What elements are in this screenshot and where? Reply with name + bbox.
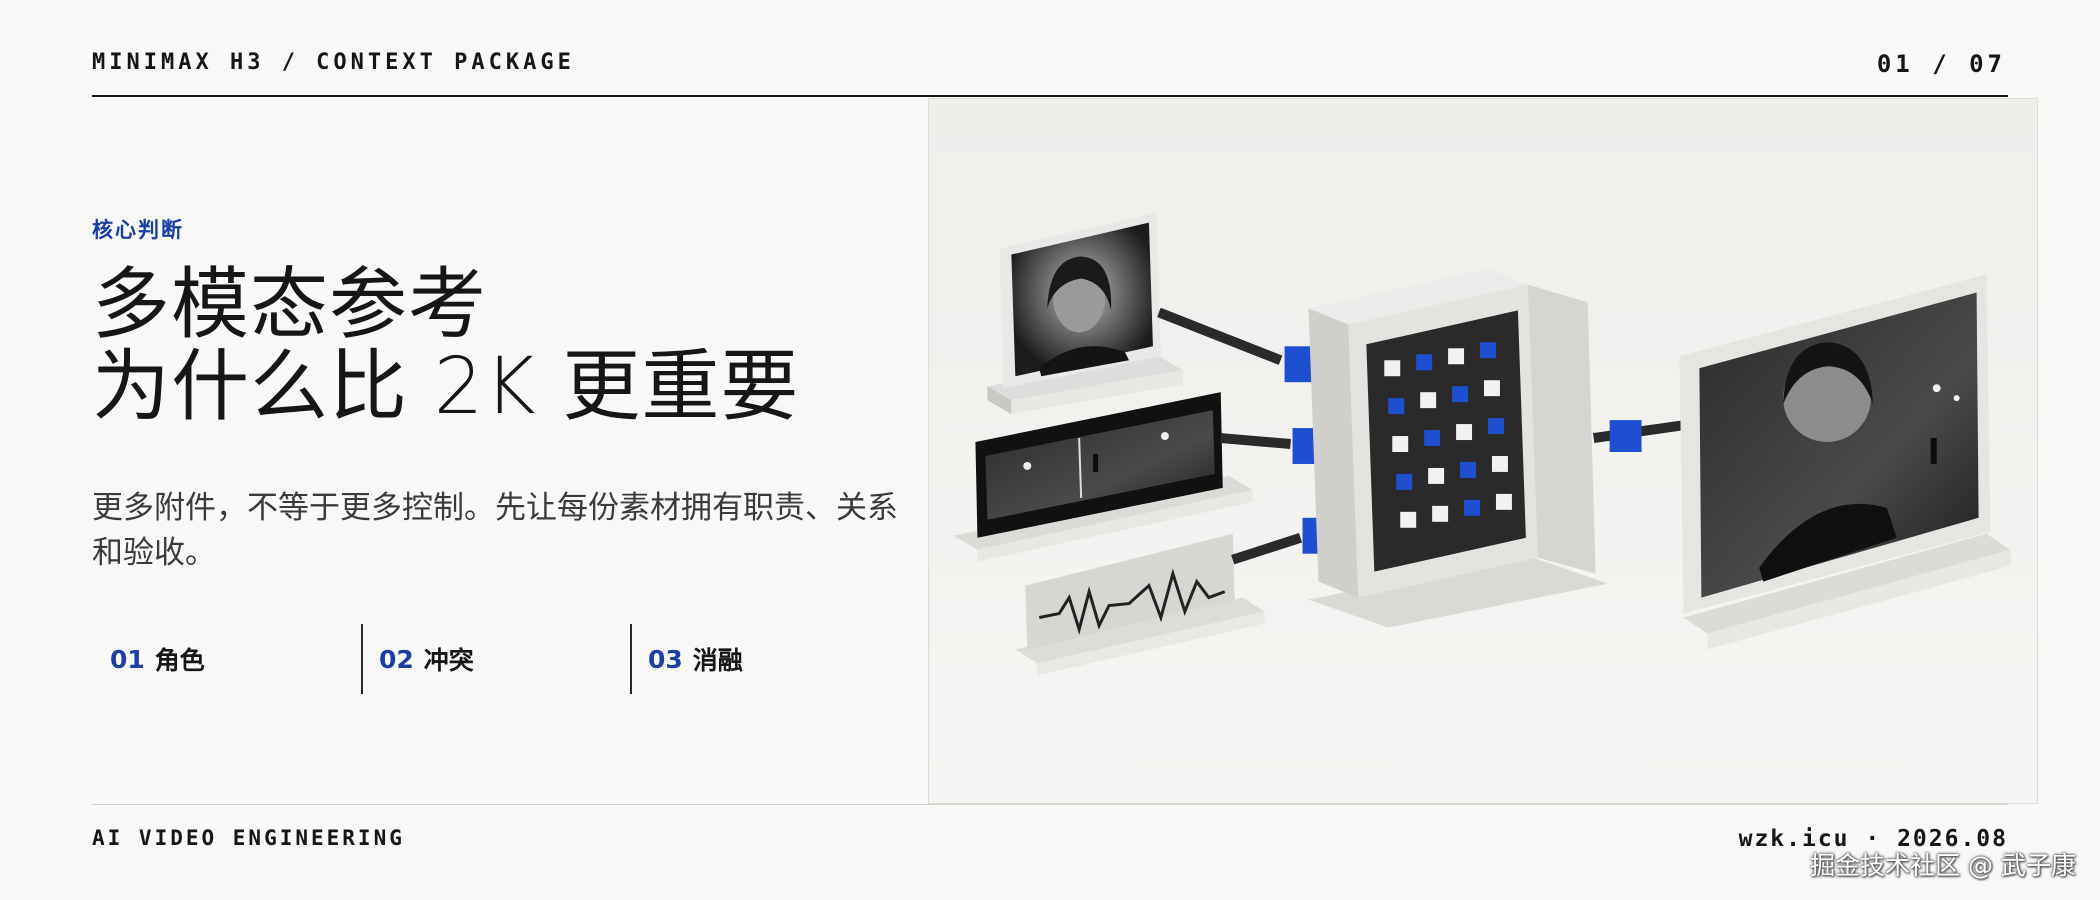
output-display-icon xyxy=(1679,274,2011,650)
data-cube-grid-icon xyxy=(1384,342,1512,528)
portrait-input-icon xyxy=(987,212,1183,415)
input-connectors xyxy=(1157,307,1339,565)
context-assembly-illustration xyxy=(929,99,2037,803)
page-indicator: 01 / 07 xyxy=(1876,50,2006,78)
film-strip-input-icon xyxy=(953,392,1253,562)
audio-waveform-input-icon xyxy=(1015,533,1265,676)
deck-title: MINIMAX H3 / CONTEXT PACKAGE xyxy=(92,50,575,75)
step-list: 01 角色 02 冲突 03 消融 xyxy=(92,624,900,694)
step-number: 02 xyxy=(379,644,414,674)
step-label: 角色 xyxy=(154,646,205,675)
step-item: 02 冲突 xyxy=(361,624,630,694)
step-label: 消融 xyxy=(692,646,743,675)
step-label: 冲突 xyxy=(423,646,474,675)
lead-paragraph: 更多附件，不等于更多控制。先让每份素材拥有职责、关系和验收。 xyxy=(92,490,898,571)
watermark: 掘金技术社区 @ 武子康 xyxy=(1810,851,2076,880)
step-number: 03 xyxy=(648,644,683,674)
eyebrow-label: 核心判断 xyxy=(92,218,184,242)
footer-site-date: wzk.icu · 2026.08 xyxy=(1738,826,2008,852)
headline-line-1: 多模态参考 xyxy=(92,260,488,350)
step-item: 03 消融 xyxy=(630,624,899,694)
headline-line-2: 为什么比 2K 更重要 xyxy=(92,342,800,432)
step-item: 01 角色 xyxy=(92,624,361,694)
header-divider xyxy=(92,95,2008,97)
context-engine-icon xyxy=(1308,268,1608,628)
slide-headline: 多模态参考 为什么比 2K 更重要 xyxy=(92,264,799,428)
footer-label: AI VIDEO ENGINEERING xyxy=(92,826,405,850)
step-number: 01 xyxy=(110,644,145,674)
hero-illustration xyxy=(928,98,2038,804)
footer-divider xyxy=(92,804,2008,805)
